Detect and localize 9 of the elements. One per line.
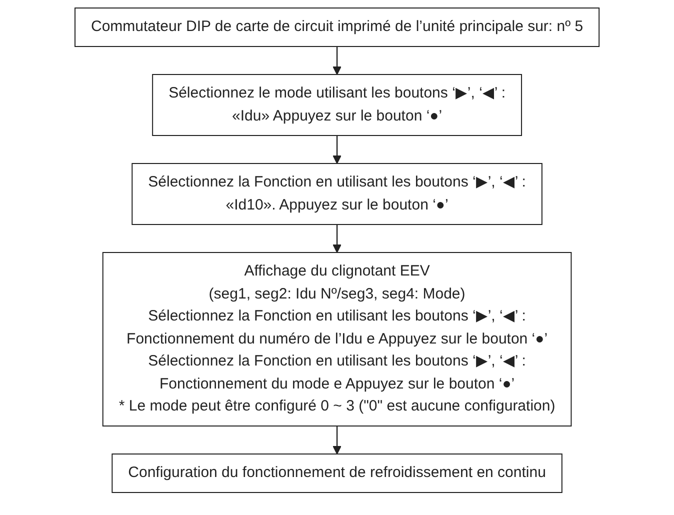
arrow xyxy=(332,426,342,454)
node-box: Sélectionnez la Fonction en utilisant les boutons ‘▶’, ‘◀’ : «Id10». Appuyez sur le bouton ‘●’ xyxy=(132,163,542,225)
node-box: Commutateur DIP de carte de circuit imprimé de l’unité principale sur: nº 5 xyxy=(74,8,600,47)
arrow xyxy=(332,224,342,253)
arrow xyxy=(332,46,342,75)
node-box: Configuration du fonctionnement de refroidissement en continu xyxy=(112,454,562,493)
node-box: Sélectionnez le mode utilisant les boutons ‘▶’, ‘◀’ : «Idu» Appuyez sur le bouton ‘●’ xyxy=(152,74,522,136)
node-box: Affichage du clignotant EEV (seg1, seg2: Idu Nº/seg3, seg4: Mode) Sélectionnez la Fonction en utilisant les boutons ‘▶’, ‘◀’ : Fonctionnement du numéro de l’Idu e Appuyez sur le bouton ‘●’ Sélectionnez la Fonction en utilisant les boutons ‘▶’, ‘◀’ : Fonctionnement du mode e Appuyez sur le bouton ‘●’ * Le mode peut être configuré 0 ~ 3 ("0" est aucune configuration) xyxy=(102,252,572,426)
arrow xyxy=(332,136,342,164)
